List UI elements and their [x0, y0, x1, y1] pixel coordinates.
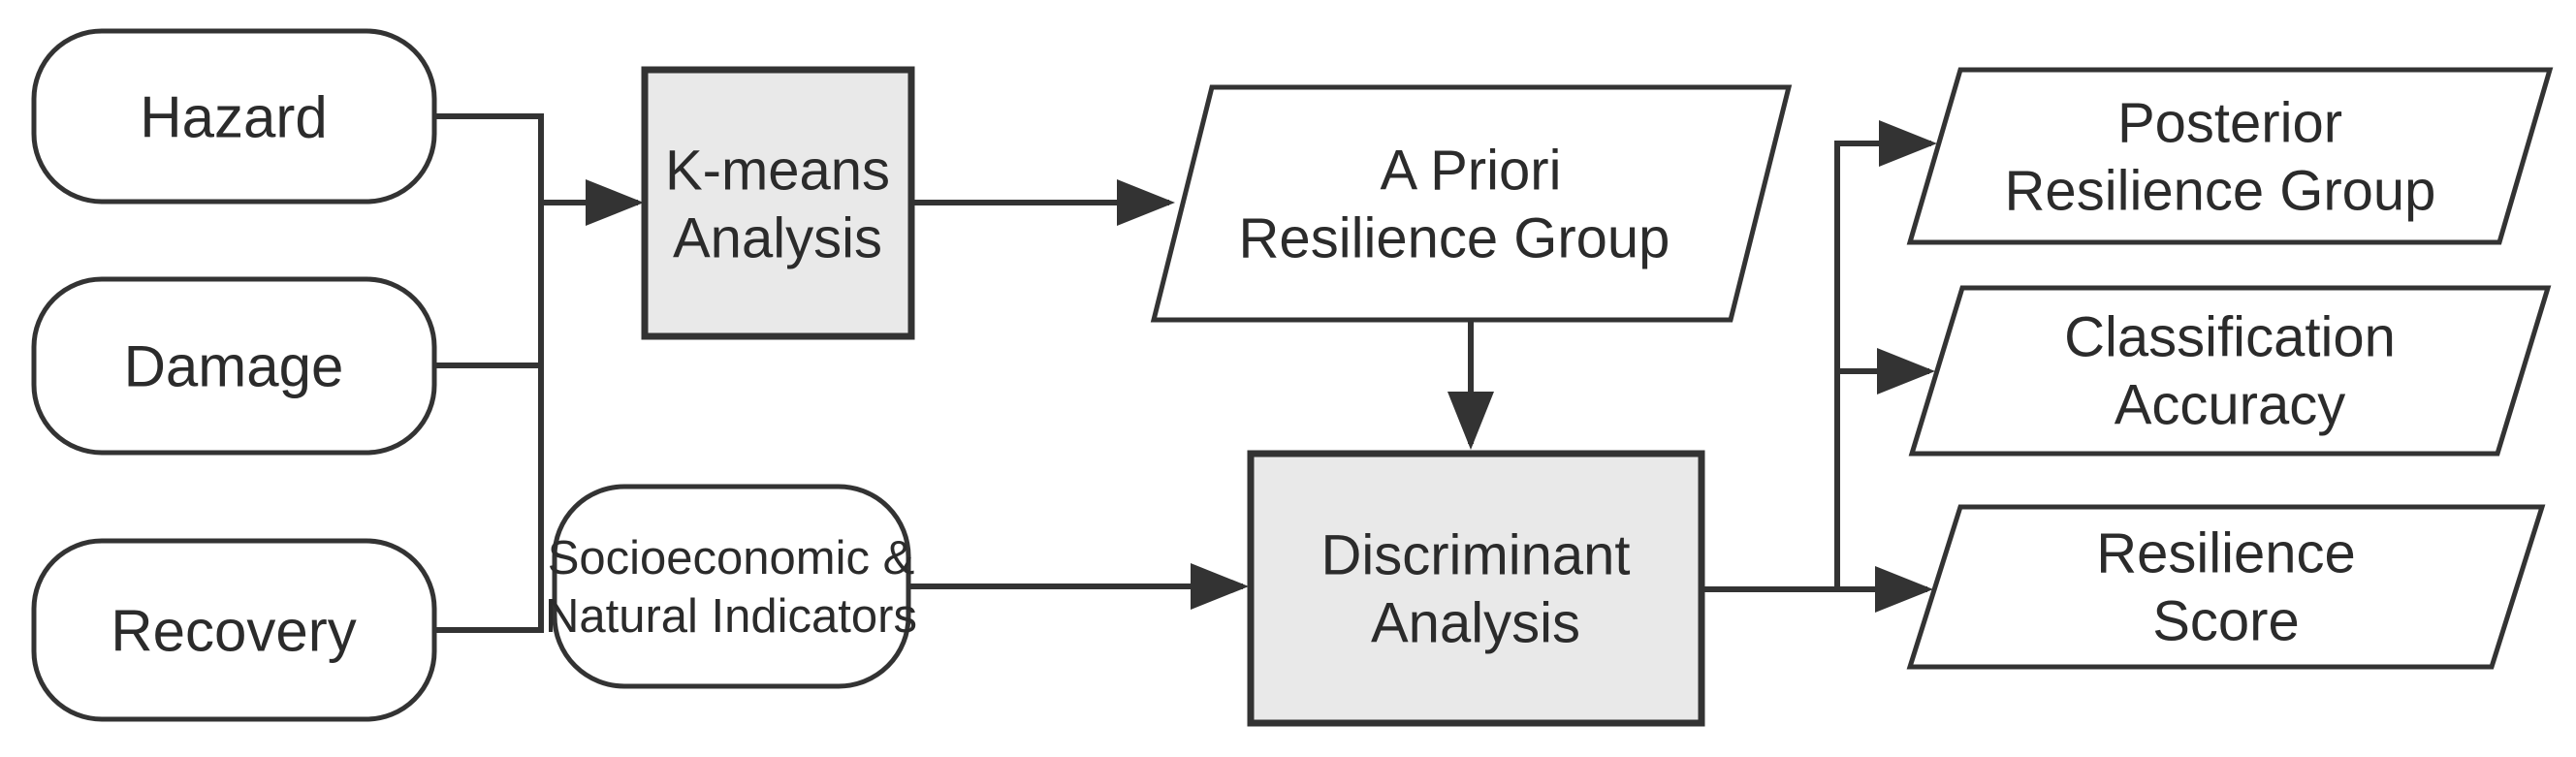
- resilience-score-label-line2: Score: [2152, 590, 2300, 653]
- node-posterior: Posterior Resilience Group: [1906, 67, 2554, 245]
- classification-label-line2: Accuracy: [2115, 374, 2346, 437]
- node-recovery: Recovery: [31, 538, 437, 722]
- damage-shape: [31, 276, 437, 456]
- node-kmeans: K-means Analysis: [641, 66, 915, 340]
- damage-label: Damage: [124, 334, 344, 399]
- recovery-label: Recovery: [111, 599, 356, 664]
- node-resilience-score: Resilience Score: [1906, 504, 2546, 670]
- node-apriori: A Priori Resilience Group: [1150, 84, 1793, 323]
- resilience-score-label-line1: Resilience: [2096, 522, 2356, 585]
- hazard-label: Hazard: [140, 85, 327, 150]
- apriori-shape: [1150, 84, 1793, 323]
- posterior-label-line2: Resilience Group: [2005, 160, 2436, 223]
- node-hazard: Hazard: [31, 28, 437, 205]
- socioeconomic-label-line1: Socioeconomic &: [548, 532, 915, 584]
- posterior-shape: [1906, 67, 2554, 245]
- discriminant-label-line2: Analysis: [1371, 592, 1580, 655]
- node-discriminant: Discriminant Analysis: [1247, 450, 1705, 727]
- node-classification: Classification Accuracy: [1908, 285, 2552, 457]
- discriminant-label-line1: Discriminant: [1320, 524, 1630, 587]
- node-damage: Damage: [31, 276, 437, 456]
- discriminant-shape: [1247, 450, 1705, 727]
- resilience-score-shape: [1906, 504, 2546, 670]
- hazard-shape: [31, 28, 437, 205]
- kmeans-shape: [641, 66, 915, 340]
- socioeconomic-shape: [552, 484, 911, 689]
- apriori-label-line1: A Priori: [1381, 140, 1562, 203]
- recovery-shape: [31, 538, 437, 722]
- kmeans-label-line1: K-means: [665, 140, 890, 203]
- posterior-label-line1: Posterior: [2117, 92, 2342, 155]
- edges: [434, 113, 1937, 633]
- node-socioeconomic: Socioeconomic & Natural Indicators: [545, 484, 917, 689]
- classification-shape: [1908, 285, 2552, 457]
- classification-label-line1: Classification: [2064, 306, 2396, 369]
- socioeconomic-label-line2: Natural Indicators: [545, 590, 917, 643]
- kmeans-label-line2: Analysis: [673, 207, 882, 270]
- apriori-label-line2: Resilience Group: [1239, 207, 1670, 270]
